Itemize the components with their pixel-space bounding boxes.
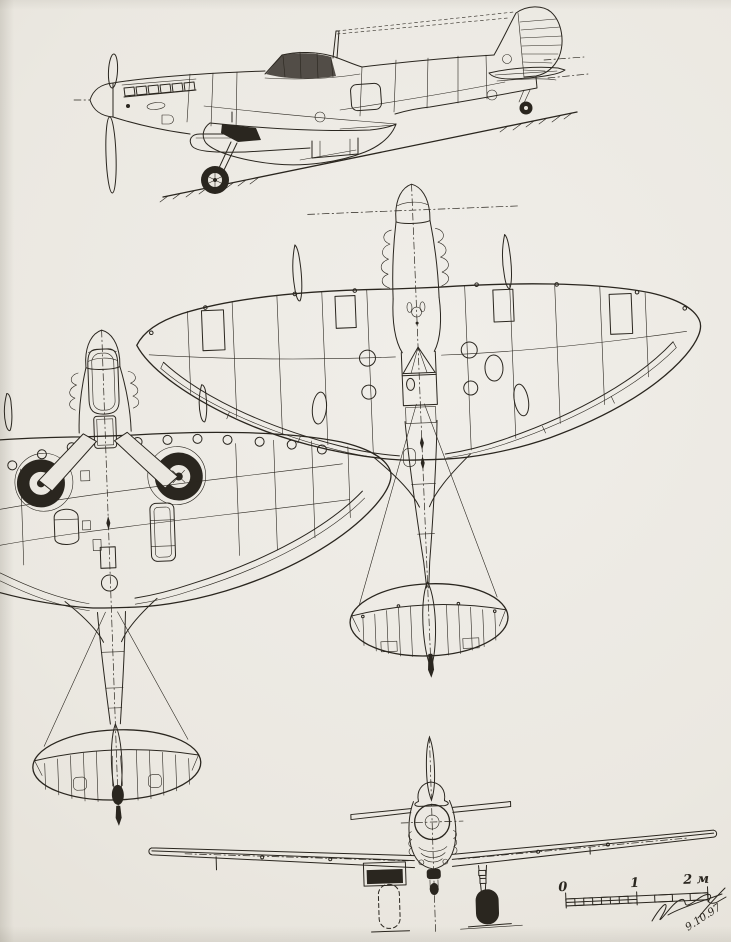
leading-edge-dots — [148, 282, 688, 336]
scale-bar: 0 1 2 м — [558, 872, 710, 909]
scale-label-1: 1 — [630, 876, 640, 891]
front-view-drawing — [148, 735, 718, 935]
side-view-drawing — [73, 6, 589, 203]
propeller-blades-icon — [105, 53, 119, 194]
scale-label-2m: 2 м — [682, 872, 710, 888]
scale-label-0: 0 — [558, 880, 568, 895]
bottom-view-drawing — [0, 329, 392, 826]
top-view-drawing — [136, 183, 702, 678]
